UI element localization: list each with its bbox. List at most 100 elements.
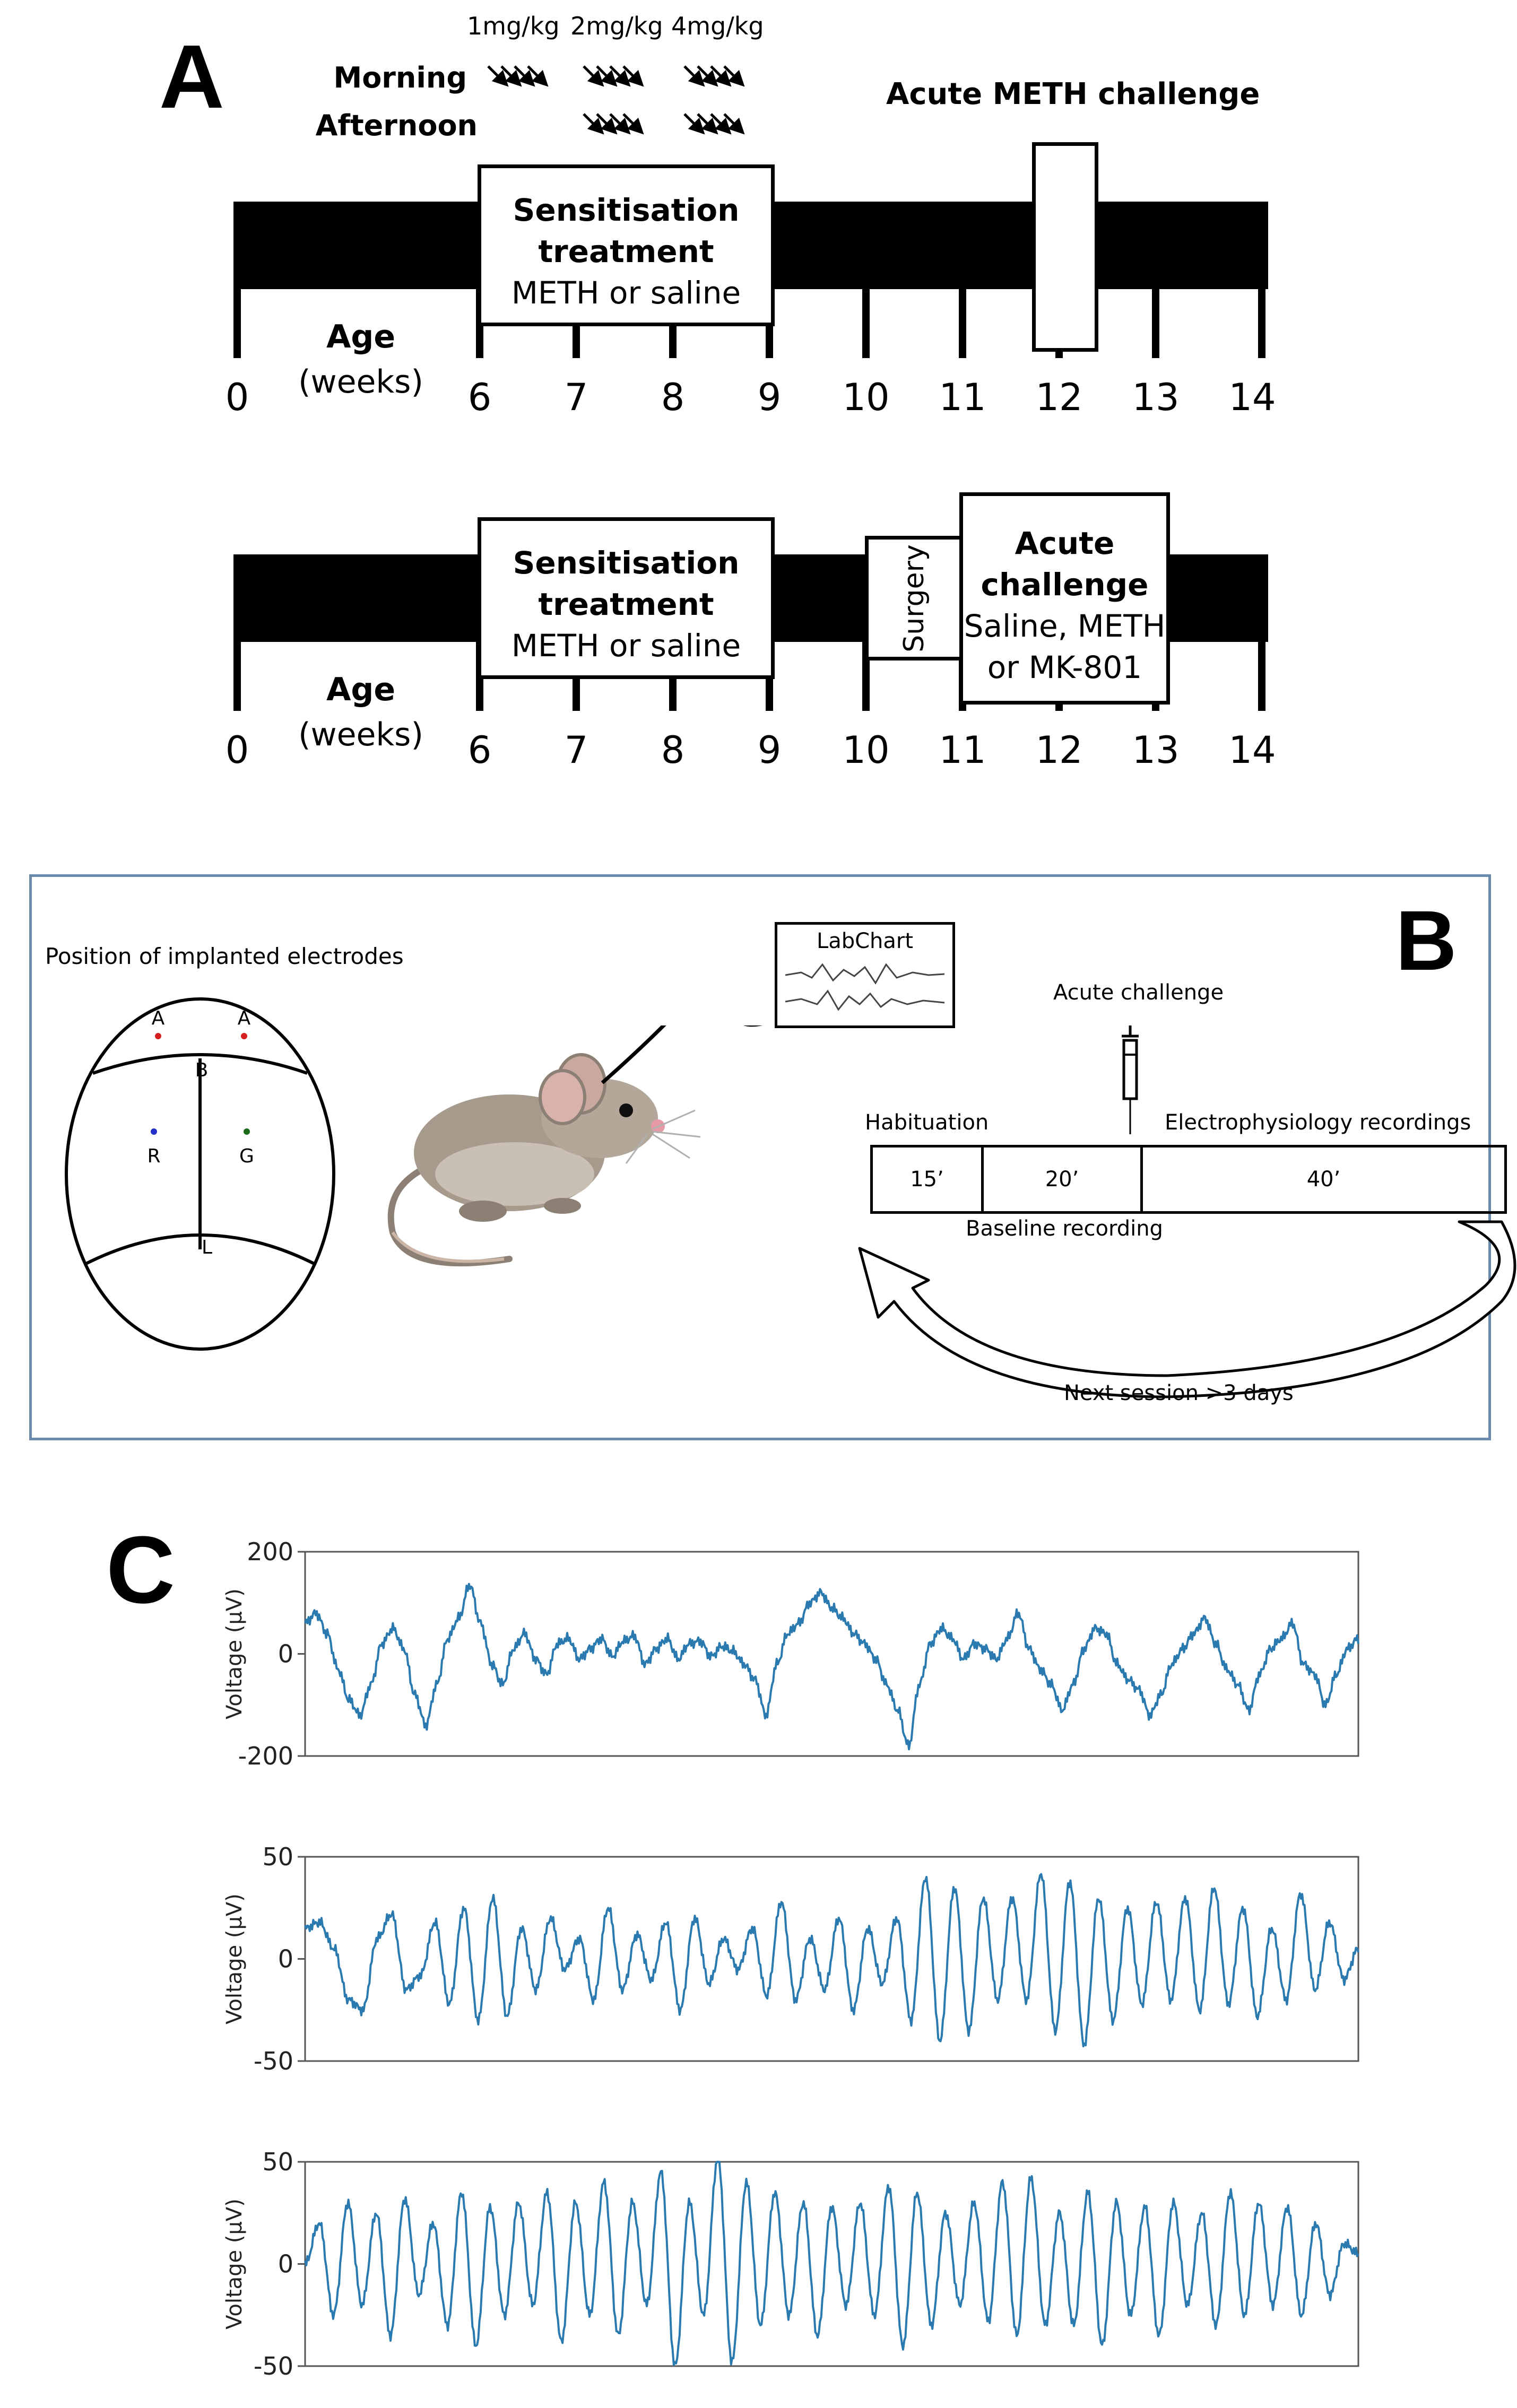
y-tick-label: 0 [278,1640,293,1668]
eeg-chart-1-svg: 200 0 -200 Voltage (µV) [222,1537,1359,1770]
dosing-arrows [487,65,745,135]
plot-frame [304,2161,1359,2367]
segment-20: 20’ [984,1148,1143,1211]
labchart-trace-2 [785,989,944,1011]
sensitisation-title-line1: Sensitisation [513,192,740,228]
tick [1258,642,1265,711]
electrode-r [151,1128,157,1135]
electrode-g [244,1128,250,1135]
electrode-a-left-label: A [152,1007,165,1029]
baseline-label: Baseline recording [966,1216,1163,1241]
tick-label: 13 [1132,376,1180,419]
tick-label: 11 [939,728,986,772]
plot-frame [304,1551,1359,1757]
tick [233,289,241,358]
labchart-traces [785,963,944,1011]
tick-label: 6 [467,376,492,419]
tick-label: 7 [564,728,588,772]
electrode-a-right-label: A [238,1007,251,1029]
dose-2mg: 2mg/kg [570,12,663,40]
electrode-b-label: B [195,1059,209,1081]
sensitisation-title-line2: treatment [538,233,714,270]
return-arrow-shape [858,1220,1516,1398]
y-tick-label: 200 [247,1537,293,1566]
tick [1152,289,1159,358]
electrodes-title: Position of implanted electrodes [45,943,404,969]
dose-4mg: 4mg/kg [671,12,764,40]
tick-label: 13 [1132,728,1180,772]
next-session-label: Next session >3 days [1064,1381,1294,1405]
sensitisation-sub: METH or saline [511,275,741,311]
acute-line3: Saline, METH [964,608,1166,644]
electrode-a-left [155,1033,161,1039]
sensitisation-box-2: Sensitisation treatment METH or saline [478,517,775,679]
acute-line4: or MK-801 [987,649,1142,685]
eeg-trace [304,1583,1359,1751]
eeg-trace [304,2161,1359,2366]
y-axis-label: Voltage (µV) [222,2198,247,2329]
return-arrow [858,1220,1516,1398]
bregma-line [92,1053,308,1075]
session-timeline: 15’ 20’ 40’ [870,1145,1507,1214]
panel-b-letter: B [1395,893,1457,988]
tick [862,289,870,358]
mouse-whiskers [625,1109,701,1164]
acute-challenge-label: Acute challenge [1053,980,1224,1005]
mouse-illustration [387,1025,762,1267]
y-tick-label: 0 [278,1945,293,1974]
panel-c-letter: C [106,1517,175,1623]
segment-40: 40’ [1143,1148,1504,1211]
tick-label: 8 [661,728,685,772]
skull-diagram: A A B R G L [65,997,335,1351]
acute-challenge-box [1032,142,1098,352]
morning-arrows [487,65,745,87]
segment-15-label: 15’ [910,1167,944,1192]
y-tick-label: 50 [262,1842,293,1871]
sensitisation-sub: METH or saline [511,628,741,664]
segment-20-label: 20’ [1045,1167,1079,1192]
sensitisation-title-line1: Sensitisation [513,545,740,581]
segment-40-label: 40’ [1306,1167,1341,1192]
headstage-cable [601,1025,666,1084]
acute-line1: Acute [1015,525,1115,561]
eeg-chart-1: 200 0 -200 Voltage (µV) [0,1536,1517,1770]
lambda-line [84,1233,316,1266]
mouse-front-foot [544,1198,581,1214]
y-tick-label: -200 [238,1742,293,1770]
tick-label: 12 [1035,376,1083,419]
mouse-tail-highlight [391,1231,505,1263]
electrode-a-right [241,1033,247,1039]
tick [1258,289,1265,358]
electrode-r-label: R [147,1145,160,1167]
y-axis-label: Voltage (µV) [222,1588,247,1719]
labchart-label: LabChart [816,929,914,953]
y-tick-label: 50 [262,2148,293,2176]
sensitisation-title-line2: treatment [538,586,714,622]
tick-label: 8 [661,376,685,419]
weeks-label: (weeks) [298,716,423,753]
y-axis-label: Voltage (µV) [222,1893,247,2024]
labchart-box: LabChart [775,922,955,1028]
tick-label: 12 [1035,728,1083,772]
afternoon-label: Afternoon [315,109,478,142]
y-tick-label: -50 [254,2352,293,2380]
segment-15: 15’ [873,1148,984,1211]
tick-label: 11 [939,376,986,419]
age-label: Age [326,671,396,708]
surgery-box: Surgery [865,536,963,660]
acute-line2: challenge [981,567,1149,603]
y-tick-label: 0 [278,2250,293,2279]
tick [233,642,241,711]
ephys-label: Electrophysiology recordings [1165,1110,1471,1135]
tick [959,289,966,358]
panel-a-letter: A [159,27,224,127]
eeg-chart-2: 50 0 -50 Voltage (µV) [0,1841,1517,2075]
eeg-chart-3-svg: 50 0 -50 Voltage (µV) [222,2148,1359,2380]
tick-label: 9 [757,376,782,419]
tick-label: 0 [225,376,249,419]
sensitisation-box: Sensitisation treatment METH or saline [478,164,775,326]
y-tick-label: -50 [254,2047,293,2075]
weeks-label: (weeks) [298,363,423,401]
tick-label: 10 [842,376,890,419]
tick-label: 10 [842,728,890,772]
